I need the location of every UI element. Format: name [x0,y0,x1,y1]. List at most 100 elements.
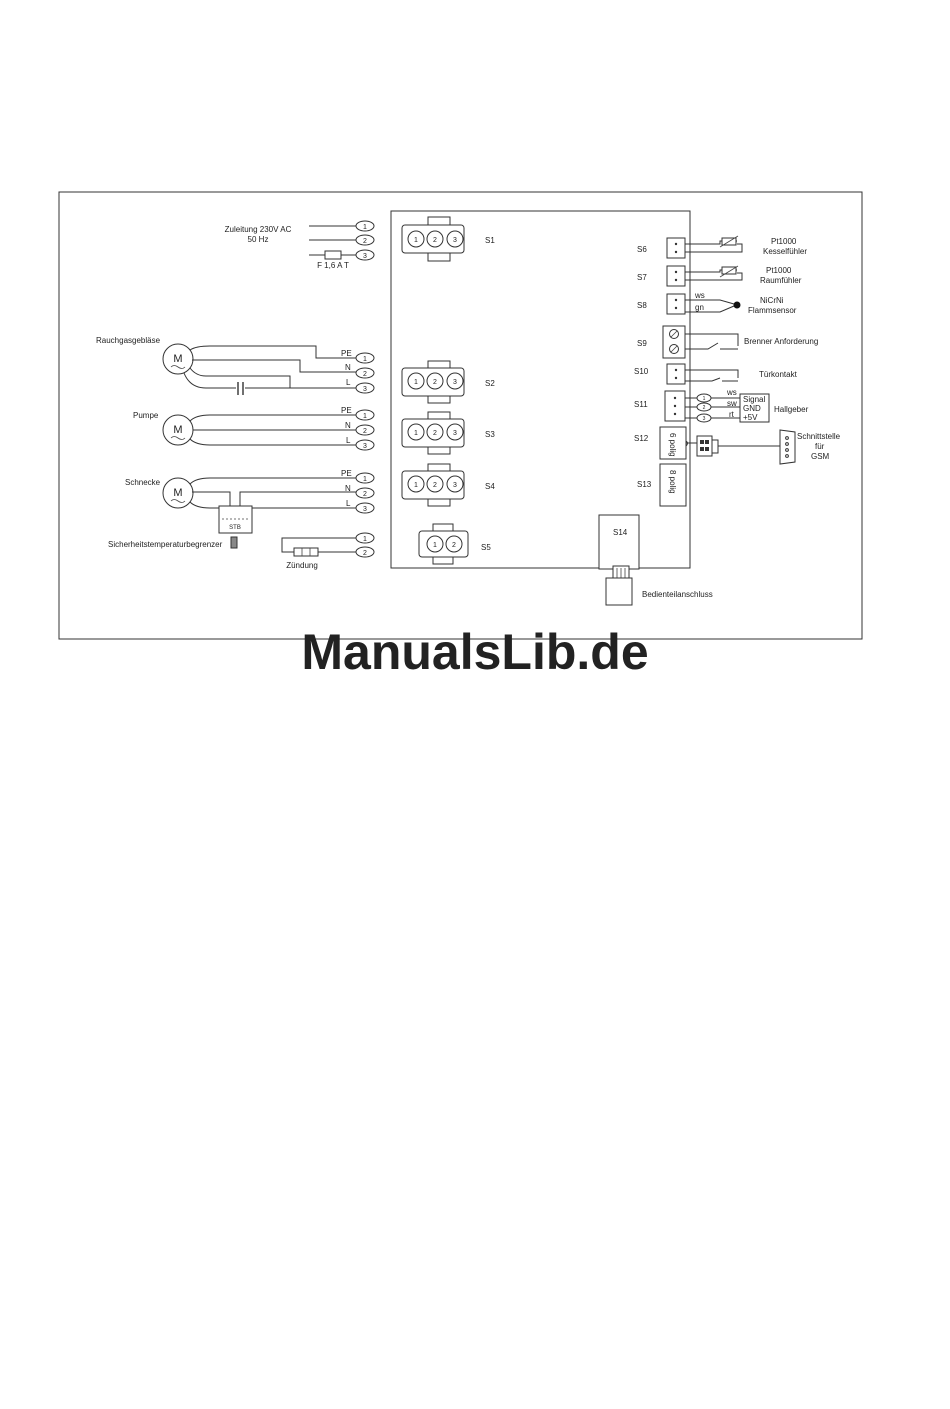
terminal-1: 1 [363,536,367,543]
socket-s14-label: S14 [613,528,628,537]
socket-s14 [598,514,640,570]
room-sensor-label: Raumfühler [760,276,802,285]
watermark: ManualsLib.de [301,624,648,680]
terminal-1: 1 [363,356,367,363]
socket-s13 [659,463,687,507]
socket-s5-label: S5 [481,543,491,552]
connector-s1: 1 2 3 [401,216,465,262]
thermocouple-tip [733,301,741,309]
door-contact-label: Türkontakt [759,370,798,379]
auger-motor [162,477,194,509]
socket-s13-label: S13 [637,480,652,489]
terminal-2: 2 [363,491,367,498]
pol8-label: 8 polig [668,470,677,494]
socket-s8-label: S8 [637,301,647,310]
pt1000-label: Pt1000 [771,237,797,246]
terminal-3: 3 [703,416,706,422]
safety-limiter-label: Sicherheitstemperaturbegrenzer [108,540,223,549]
hall-gnd-label: GND [743,404,761,413]
supply-frequency: 50 Hz [248,235,269,244]
control-board [390,210,691,569]
gsm-plug [696,435,713,457]
flame-sensor-label: Flammsensor [748,306,797,315]
terminal-3: 3 [363,506,367,513]
pol6-label: 6 polig [668,433,677,457]
connector-s5: 1 2 [418,523,469,565]
smoke-fan-motor [162,343,194,375]
pin-1: 1 [433,542,437,549]
pt1000-label-2: Pt1000 [766,266,792,275]
hall-sensor-label: Hallgeber [774,405,809,414]
panel-connection-label: Bedienteilanschluss [642,590,713,599]
terminal-1: 1 [363,224,367,231]
wire-rt-label: rt [729,410,735,419]
wire-gn-label: gn [695,303,704,312]
motor-symbol: M [173,487,182,499]
boiler-sensor-label: Kesselfühler [763,247,807,256]
terminal-2: 2 [363,428,367,435]
socket-s10 [666,363,686,385]
pin-1: 1 [414,379,418,386]
socket-s9-label: S9 [637,339,647,348]
terminal-1: 1 [363,476,367,483]
socket-s11-label: S11 [634,400,648,409]
pin-2: 2 [433,430,437,437]
interface-label: Schnittstelle [797,432,841,441]
socket-s2-label: S2 [485,379,495,388]
terminal-1: 1 [703,396,706,402]
wire-ws-label-2: ws [726,388,737,397]
connector-s3: 1 2 3 [401,411,465,455]
socket-s7 [666,265,686,287]
connector-s2: 1 2 3 [401,360,465,404]
nicrni-label: NiCrNi [760,296,784,305]
hall-sensor-box [739,393,770,423]
hall-5v-label: +5V [743,413,758,422]
motor-symbol: M [173,424,182,436]
terminal-2: 2 [703,405,706,411]
wire-label-l: L [346,436,351,445]
pin-2: 2 [433,237,437,244]
socket-s12-label: S12 [634,434,649,443]
wire-label-n: N [345,484,351,493]
terminal-1: 1 [363,413,367,420]
motor-symbol: M [173,353,182,365]
pin-1: 1 [414,237,418,244]
wire-label-l: L [346,499,351,508]
fuse-symbol [324,250,342,260]
supply-title: Zuleitung 230V AC [225,225,292,234]
wire-label-pe: PE [341,349,352,358]
socket-s12 [659,426,687,460]
socket-s3-label: S3 [485,430,495,439]
burner-request-label: Brenner Anforderung [744,337,818,346]
supply-terminals: 1 2 3 [355,220,375,261]
hall-signal-label: Signal [743,395,765,404]
socket-s6 [666,237,686,259]
pin-2: 2 [433,379,437,386]
socket-s10-label: S10 [634,367,649,376]
pin-2: 2 [452,542,456,549]
socket-s8 [666,293,686,315]
diagram-frame [58,191,863,640]
socket-s4-label: S4 [485,482,495,491]
terminal-3: 3 [363,443,367,450]
pin-3: 3 [453,379,457,386]
pin-2: 2 [433,482,437,489]
wire-label-pe: PE [341,406,352,415]
smoke-fan-label: Rauchgasgebläse [96,336,161,345]
pin-3: 3 [453,237,457,244]
terminal-3: 3 [363,253,367,260]
stb-sensor [230,536,238,549]
ignition-label: Zündung [286,561,318,570]
pump-label: Pumpe [133,411,159,420]
stb-box [218,505,253,534]
pin-1: 1 [414,482,418,489]
pin-3: 3 [453,482,457,489]
socket-s7-label: S7 [637,273,647,282]
wire-label-n: N [345,363,351,372]
socket-s9 [662,325,686,359]
stb-label: STB [229,525,241,531]
gsm-dsub-connector [779,429,796,465]
socket-s6-label: S6 [637,245,647,254]
fuse-label: F 1,6 A T [317,261,349,270]
